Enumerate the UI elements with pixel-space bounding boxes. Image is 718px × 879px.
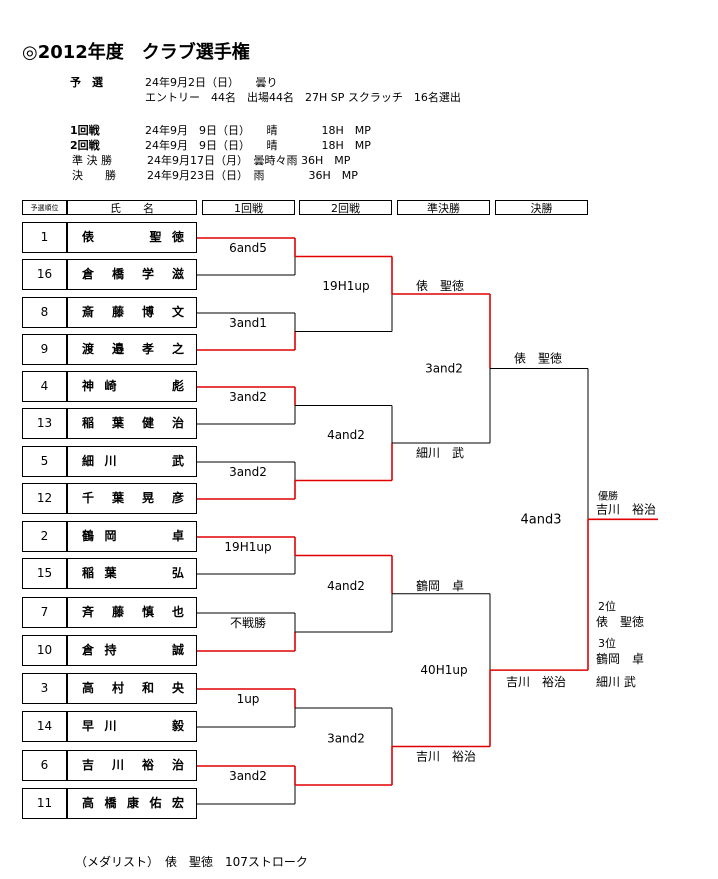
player-name-box: 吉川裕治 bbox=[67, 750, 197, 781]
header-round2: 2回戦 bbox=[299, 200, 392, 215]
semifinal-winner-name: 吉川 裕治 bbox=[506, 674, 566, 689]
round1-score: 3and1 bbox=[229, 316, 267, 330]
header-rank: 予選順位 bbox=[22, 200, 67, 215]
semifinal-label: 準 決 勝 bbox=[72, 154, 112, 167]
player-rank: 8 bbox=[22, 297, 67, 328]
player-name-box: 渡邉孝之 bbox=[67, 334, 197, 365]
player-name: 倉持 誠 bbox=[82, 643, 184, 657]
player-name-box: 高村和央 bbox=[67, 673, 197, 704]
round2-winner-name: 吉川 裕治 bbox=[416, 749, 476, 764]
second-place-label: 2位 bbox=[598, 599, 616, 613]
semifinal-detail: 24年9月17日（月） 曇時々雨 36H MP bbox=[147, 154, 351, 167]
player-rank: 4 bbox=[22, 371, 67, 402]
semifinal-score: 40H1up bbox=[420, 663, 467, 677]
player-name-box: 斉藤慎也 bbox=[67, 597, 197, 628]
player-rank: 16 bbox=[22, 259, 67, 290]
player-name-box: 俵 聖徳 bbox=[67, 222, 197, 253]
semifinal-score: 3and2 bbox=[425, 362, 463, 376]
player-rank: 2 bbox=[22, 521, 67, 552]
round2-label: 2回戦 bbox=[70, 139, 100, 152]
player-name: 斎藤博文 bbox=[82, 305, 184, 319]
round1-detail: 24年9月 9日（日） 晴 18H MP bbox=[145, 124, 371, 137]
round1-score: 3and2 bbox=[229, 390, 267, 404]
round2-winner-name: 俵 聖徳 bbox=[416, 278, 464, 293]
round1-score: 19H1up bbox=[224, 540, 271, 554]
player-name-box: 稲葉健治 bbox=[67, 408, 197, 439]
champion-label: 優勝 bbox=[598, 489, 618, 502]
player-name: 高村和央 bbox=[82, 681, 184, 695]
player-name-box: 稲葉 弘 bbox=[67, 558, 197, 589]
header-final: 決勝 bbox=[495, 200, 588, 215]
player-rank: 14 bbox=[22, 711, 67, 742]
player-name-box: 斎藤博文 bbox=[67, 297, 197, 328]
player-name-box: 倉橋学滋 bbox=[67, 259, 197, 290]
player-rank: 6 bbox=[22, 750, 67, 781]
player-rank: 7 bbox=[22, 597, 67, 628]
round2-score: 4and2 bbox=[327, 428, 365, 442]
player-name: 俵 聖徳 bbox=[82, 230, 184, 244]
player-name: 千葉晃彦 bbox=[82, 491, 184, 505]
final-score: 4and3 bbox=[521, 512, 562, 527]
player-name-box: 早川 毅 bbox=[67, 711, 197, 742]
page-title: ◎2012年度 クラブ選手権 bbox=[22, 42, 250, 63]
round2-score: 3and2 bbox=[327, 732, 365, 746]
player-rank: 13 bbox=[22, 408, 67, 439]
header-semifinal: 準決勝 bbox=[397, 200, 490, 215]
player-name: 高橋康佑宏 bbox=[82, 796, 184, 810]
round1-label: 1回戦 bbox=[70, 124, 100, 137]
player-name: 斉藤慎也 bbox=[82, 605, 184, 619]
round2-detail: 24年9月 9日（日） 晴 18H MP bbox=[145, 139, 371, 152]
round2-winner-name: 細川 武 bbox=[416, 446, 464, 460]
final-label: 決 勝 bbox=[72, 169, 116, 182]
round1-score: 不戦勝 bbox=[230, 615, 266, 630]
second-place-name: 俵 聖徳 bbox=[596, 614, 644, 629]
player-name: 渡邉孝之 bbox=[82, 342, 184, 356]
semifinal-winner-name: 俵 聖徳 bbox=[514, 351, 562, 366]
medalist-note: （メダリスト） 俵 聖徳 107ストローク bbox=[75, 855, 308, 869]
player-name-box: 細川 武 bbox=[67, 446, 197, 477]
player-name: 倉橋学滋 bbox=[82, 267, 184, 281]
player-rank: 10 bbox=[22, 635, 67, 666]
yosen-line2: エントリー 44名 出場44名 27H SP スクラッチ 16名選出 bbox=[145, 91, 461, 104]
third-place-name: 鶴岡 卓 bbox=[596, 651, 644, 666]
player-name: 神崎 彪 bbox=[82, 379, 184, 393]
round2-score: 19H1up bbox=[322, 279, 369, 293]
player-name: 細川 武 bbox=[82, 454, 184, 468]
player-rank: 5 bbox=[22, 446, 67, 477]
player-name-box: 高橋康佑宏 bbox=[67, 788, 197, 819]
round1-score: 6and5 bbox=[229, 241, 267, 255]
champion-name: 吉川 裕治 bbox=[596, 501, 656, 516]
round2-score: 4and2 bbox=[327, 579, 365, 593]
third-place-label: 3位 bbox=[598, 636, 616, 650]
player-rank: 9 bbox=[22, 334, 67, 365]
player-name-box: 鶴岡 卓 bbox=[67, 521, 197, 552]
yosen-label: 予 選 bbox=[70, 76, 103, 89]
round1-score: 3and2 bbox=[229, 769, 267, 783]
player-name: 早川 毅 bbox=[82, 719, 184, 733]
player-rank: 3 bbox=[22, 673, 67, 704]
player-name-box: 神崎 彪 bbox=[67, 371, 197, 402]
player-rank: 1 bbox=[22, 222, 67, 253]
final-detail: 24年9月23日（日） 雨 36H MP bbox=[147, 169, 358, 182]
header-round1: 1回戦 bbox=[202, 200, 295, 215]
round2-winner-name: 鶴岡 卓 bbox=[416, 578, 464, 593]
player-name-box: 倉持 誠 bbox=[67, 635, 197, 666]
yosen-line1: 24年9月2日（日） 曇り bbox=[145, 76, 278, 89]
round1-score: 3and2 bbox=[229, 465, 267, 479]
player-name: 吉川裕治 bbox=[82, 758, 184, 772]
player-rank: 12 bbox=[22, 483, 67, 514]
header-name: 氏 名 bbox=[67, 200, 197, 215]
player-name: 稲葉 弘 bbox=[82, 566, 184, 580]
player-rank: 15 bbox=[22, 558, 67, 589]
player-rank: 11 bbox=[22, 788, 67, 819]
player-name: 鶴岡 卓 bbox=[82, 529, 184, 543]
player-name: 稲葉健治 bbox=[82, 416, 184, 430]
third-place-name: 細川 武 bbox=[596, 675, 636, 689]
round1-score: 1up bbox=[237, 692, 260, 706]
player-name-box: 千葉晃彦 bbox=[67, 483, 197, 514]
